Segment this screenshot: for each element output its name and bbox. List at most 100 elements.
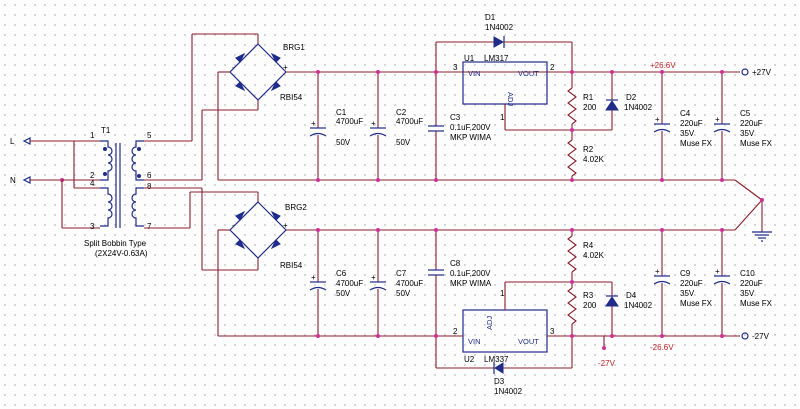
c5-type: Muse FX bbox=[740, 139, 773, 148]
ac-input: L N bbox=[10, 137, 100, 229]
c9-ref: C9 bbox=[680, 269, 691, 278]
c1-voltage: 50V bbox=[336, 138, 351, 147]
brg1-plus: + bbox=[283, 63, 288, 72]
u1-ref: U1 bbox=[464, 54, 475, 63]
u2-pin-adj: 1 bbox=[500, 289, 505, 298]
pin3: 3 bbox=[90, 222, 95, 231]
brg1-minus: - bbox=[232, 63, 235, 72]
u2-vin: VIN bbox=[468, 337, 481, 346]
c7-ref: C7 bbox=[396, 269, 407, 278]
u2-part: LM337 bbox=[484, 355, 509, 364]
pin7: 7 bbox=[147, 222, 152, 231]
r2-ref: R2 bbox=[583, 145, 594, 154]
c9-voltage: 35V bbox=[680, 289, 695, 298]
d1-part: 1N4002 bbox=[485, 23, 514, 32]
u2-vout: VOUT bbox=[518, 337, 539, 346]
t1-ref: T1 bbox=[101, 126, 111, 135]
r1-ref: R1 bbox=[583, 93, 594, 102]
caps-top: + + C1 4700uF 50V C2 4700uF 50V C3 0.1uF… bbox=[309, 72, 492, 180]
c1-plus: + bbox=[311, 119, 316, 128]
bridge-brg1: - + BRG1 RBI54 bbox=[229, 43, 305, 102]
c6-voltage: 50V bbox=[336, 289, 351, 298]
transformer-t1: 1 2 4 3 5 6 8 7 T1 Split Bobbin Type (2X… bbox=[84, 126, 152, 258]
caps-bottom: + + C6 4700uF 50V C7 4700uF 50V C8 0.1uF… bbox=[309, 230, 492, 336]
brg2-part: RBI54 bbox=[280, 261, 303, 270]
c7-voltage: 50V bbox=[396, 289, 411, 298]
u1-vout: VOUT bbox=[518, 69, 539, 78]
c2-ref: C2 bbox=[396, 108, 407, 117]
c4-type: Muse FX bbox=[680, 139, 713, 148]
pin2: 2 bbox=[90, 171, 95, 180]
c6-value: 4700uF bbox=[336, 279, 363, 288]
u1-pin-in: 3 bbox=[453, 63, 458, 72]
d2-ref: D2 bbox=[626, 93, 637, 102]
c2-voltage: 50V bbox=[396, 138, 411, 147]
c8-type: MKP WIMA bbox=[450, 279, 492, 288]
input-N-label: N bbox=[10, 176, 16, 185]
brg2-plus: + bbox=[283, 221, 288, 230]
d2-part: 1N4002 bbox=[624, 103, 653, 112]
c10-ref: C10 bbox=[740, 269, 755, 278]
u1-vin: VIN bbox=[468, 69, 481, 78]
r1-value: 200 bbox=[583, 103, 597, 112]
pos-rail-voltage: +26.6V bbox=[650, 61, 676, 70]
t1-note1: Split Bobbin Type bbox=[84, 239, 147, 248]
u1-adj: ADJ bbox=[506, 92, 515, 106]
c10-type: Muse FX bbox=[740, 299, 773, 308]
u1-pin-adj: 1 bbox=[500, 113, 505, 122]
neg-rail-voltage: -26.6V bbox=[650, 343, 674, 352]
c6-plus: + bbox=[311, 273, 316, 282]
r2-value: 4.02K bbox=[583, 155, 605, 164]
d3-part: 1N4002 bbox=[494, 387, 523, 396]
c1-ref: C1 bbox=[336, 108, 347, 117]
c4-ref: C4 bbox=[680, 109, 691, 118]
junctions-bottom bbox=[316, 228, 724, 338]
pin1: 1 bbox=[90, 131, 95, 140]
c5-ref: C5 bbox=[740, 109, 751, 118]
d4-part: 1N4002 bbox=[624, 301, 653, 310]
c3-value: 0.1uF,200V bbox=[450, 123, 491, 132]
junctions-top bbox=[316, 70, 724, 182]
c2-value: 4700uF bbox=[396, 117, 423, 126]
r3-ref: R3 bbox=[583, 291, 594, 300]
c10-voltage: 35V bbox=[740, 289, 755, 298]
input-L-label: L bbox=[10, 137, 15, 146]
bottom-resistors: R4 4.02K R3 200 D4 1N4002 -27V bbox=[567, 230, 653, 368]
d1-ref: D1 bbox=[485, 13, 496, 22]
r3-value: 200 bbox=[583, 301, 597, 310]
c4-voltage: 35V bbox=[680, 129, 695, 138]
pin4: 4 bbox=[90, 179, 95, 188]
brg2-minus: - bbox=[232, 221, 235, 230]
c9-value: 220uF bbox=[680, 279, 703, 288]
test-point-label: -27V bbox=[598, 359, 616, 368]
u2-pin-in: 2 bbox=[453, 327, 458, 336]
c10-plus: + bbox=[715, 267, 720, 276]
c7-plus: + bbox=[371, 273, 376, 282]
c9-type: Muse FX bbox=[680, 299, 713, 308]
c3-type: MKP WIMA bbox=[450, 133, 492, 142]
bridge-brg2: - + BRG2 RBI54 bbox=[229, 201, 307, 270]
pin6: 6 bbox=[147, 171, 152, 180]
c3-ref: C3 bbox=[450, 113, 461, 122]
c5-voltage: 35V bbox=[740, 129, 755, 138]
u1-part: LM317 bbox=[484, 54, 509, 63]
c6-ref: C6 bbox=[336, 269, 347, 278]
d4-ref: D4 bbox=[626, 291, 637, 300]
regulator-u2: VIN VOUT ADJ U2 LM337 2 3 1 D3 1N4002 bbox=[435, 281, 612, 396]
t1-note2: (2X24V-0.63A) bbox=[95, 249, 148, 258]
c5-plus: + bbox=[715, 115, 720, 124]
u2-pin-out: 3 bbox=[550, 327, 555, 336]
c5-value: 220uF bbox=[740, 119, 763, 128]
output-pos-label: +27V bbox=[752, 68, 772, 77]
c4-value: 220uF bbox=[680, 119, 703, 128]
d3-ref: D3 bbox=[494, 377, 505, 386]
u2-ref: U2 bbox=[464, 355, 475, 364]
c1-value: 4700uF bbox=[336, 117, 363, 126]
brg2-ref: BRG2 bbox=[285, 203, 307, 212]
pin5: 5 bbox=[147, 131, 152, 140]
brg1-part: RBI54 bbox=[280, 93, 303, 102]
caps-top-right: + + C4 220uF 35V Muse FX C5 220uF 35V Mu… bbox=[653, 72, 773, 180]
c2-plus: + bbox=[371, 119, 376, 128]
brg1-ref: BRG1 bbox=[283, 43, 305, 52]
